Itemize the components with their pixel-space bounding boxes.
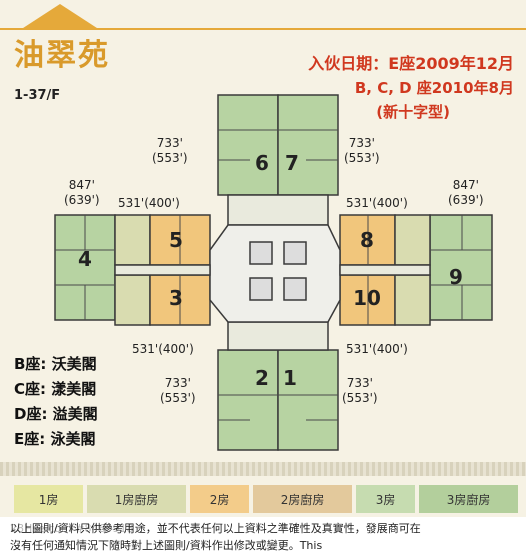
unit-5-kitchen <box>114 214 151 266</box>
unit-label-8: 8 <box>360 228 374 252</box>
disclaimer: 28Hse.com #8469918 以上圖則/資料只供參考用途，並不代表任何以… <box>0 517 526 559</box>
unit-label-3: 3 <box>169 286 183 310</box>
floor-plan-drawing: 6 7 2 1 4 5 3 8 10 9 <box>54 94 493 451</box>
legend-divider <box>0 462 526 476</box>
unit-label-6: 6 <box>255 151 269 175</box>
estate-title: 油翠苑 <box>14 38 110 73</box>
unit-label-9: 9 <box>449 265 463 289</box>
unit-label-10: 10 <box>353 286 381 310</box>
area-label-unit-4: 847'(639') <box>64 178 100 207</box>
block-c: C座: 漾美閣 <box>14 380 97 398</box>
unit-label-2: 2 <box>255 366 269 390</box>
area-label-unit-5: 531'(400') <box>118 196 180 210</box>
legend-1-room: 1房 <box>14 485 84 513</box>
block-b: B座: 沃美閣 <box>14 355 97 373</box>
legend-1-room-kitchen: 1房廚房 <box>87 485 186 513</box>
unit-3-kitchen <box>114 274 151 326</box>
floor-plan: 6 7 2 1 4 5 3 8 10 9 733'(553') 733'(553… <box>54 94 493 451</box>
lift-1 <box>249 241 273 265</box>
occupancy-line-1: 入伙日期：E座2009年12月 <box>308 54 514 73</box>
unit-2-plan <box>217 349 279 451</box>
block-names: B座: 沃美閣 C座: 漾美閣 D座: 溢美閣 E座: 泳美閣 <box>14 352 98 452</box>
bottom-lobby <box>227 321 329 351</box>
legend-3-room-kitchen: 3房廚房 <box>419 485 519 513</box>
area-label-unit-10: 531'(400') <box>346 342 408 356</box>
roof-decoration <box>0 4 526 30</box>
area-label-unit-7: 733'(553') <box>344 136 380 165</box>
lift-3 <box>249 277 273 301</box>
unit-10-kitchen <box>394 274 431 326</box>
block-d: D座: 溢美閣 <box>14 405 98 423</box>
unit-label-4: 4 <box>78 247 92 271</box>
area-label-unit-3: 531'(400') <box>132 342 194 356</box>
left-corridor <box>114 264 211 276</box>
top-lobby <box>227 194 329 226</box>
room-type-legend: 1房 1房廚房 2房 2房廚房 3房 3房廚房 <box>14 485 519 513</box>
area-label-unit-1: 733'(553') <box>342 376 378 405</box>
legend-3-room: 3房 <box>355 485 416 513</box>
unit-7-plan <box>277 94 339 196</box>
area-label-unit-8: 531'(400') <box>346 196 408 210</box>
right-corridor <box>339 264 431 276</box>
legend-2-room-kitchen: 2房廚房 <box>253 485 352 513</box>
watermark: 28Hse.com #8469918 <box>10 522 134 535</box>
lift-2 <box>283 241 307 265</box>
unit-1-plan <box>277 349 339 451</box>
occupancy-line-3: (新十字型) <box>376 103 450 121</box>
legend-2-room: 2房 <box>189 485 250 513</box>
unit-label-5: 5 <box>169 228 183 252</box>
lift-4 <box>283 277 307 301</box>
unit-6-plan <box>217 94 279 196</box>
disclaimer-line-1: 以上圖則/資料只供參考用途，並不代表任何以上資料之準確性及真實性，發展商可在 <box>10 522 421 535</box>
unit-label-1: 1 <box>283 366 297 390</box>
unit-8-kitchen <box>394 214 431 266</box>
area-label-unit-2: 733'(553') <box>160 376 196 405</box>
area-label-unit-9: 847'(639') <box>448 178 484 207</box>
unit-9-plan <box>429 214 493 321</box>
area-label-unit-6: 733'(553') <box>152 136 188 165</box>
disclaimer-line-2: 沒有任何通知情況下隨時對上述圖則/資料作出修改或變更。This <box>10 539 323 552</box>
block-e: E座: 泳美閣 <box>14 430 96 448</box>
floor-range: 1-37/F <box>14 88 61 103</box>
unit-label-7: 7 <box>285 151 299 175</box>
occupancy-dates: 入伙日期：E座2009年12月 B, C, D 座2010年8月 (新十字型) <box>254 52 514 124</box>
occupancy-line-2: B, C, D 座2010年8月 <box>354 79 514 97</box>
building-core <box>209 224 341 323</box>
